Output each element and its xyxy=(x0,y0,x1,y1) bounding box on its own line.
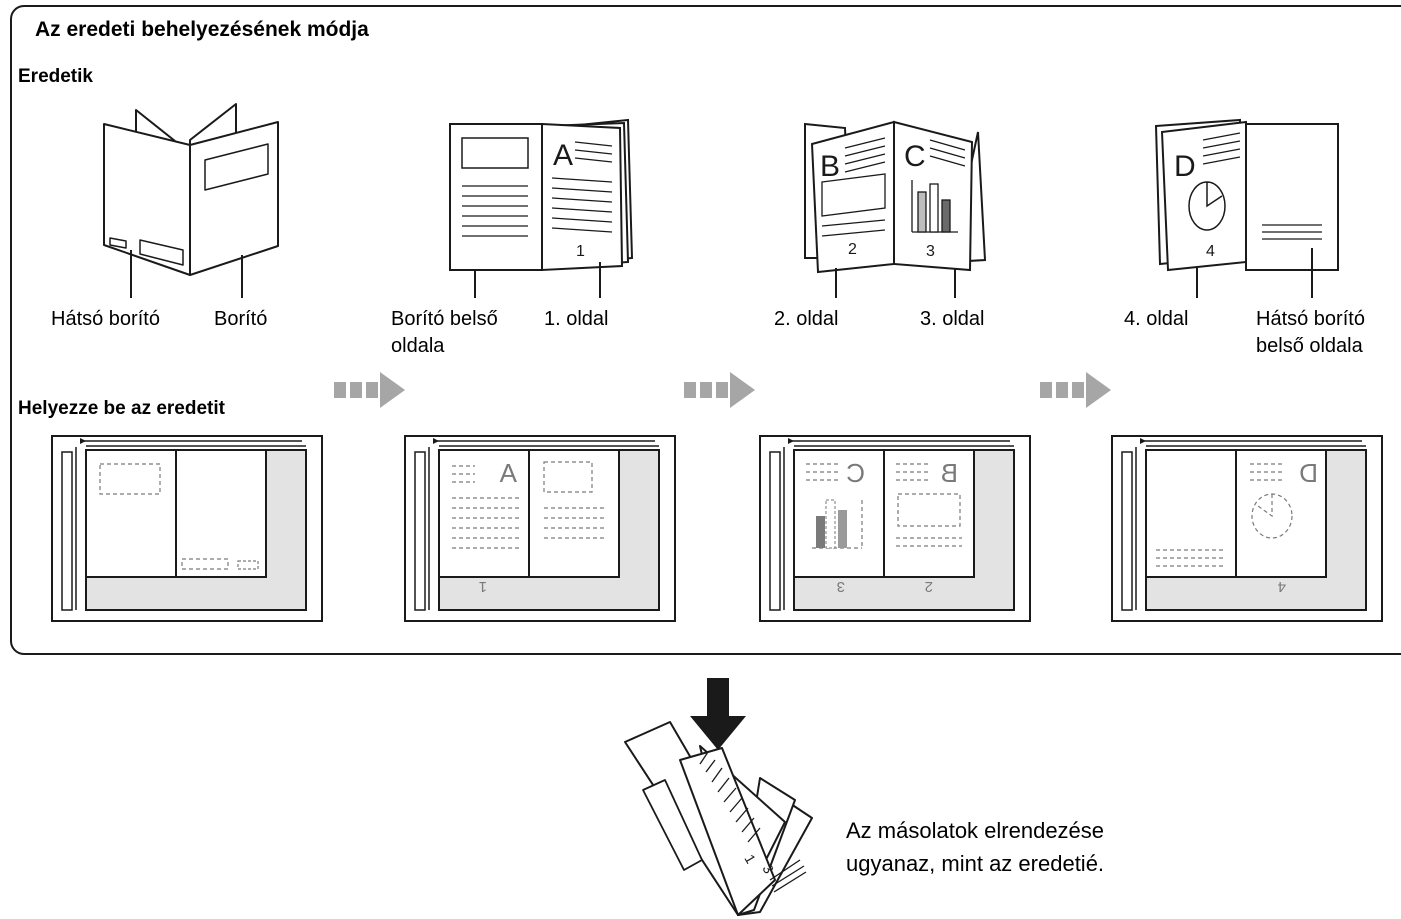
booklet-open-page2-3-icon xyxy=(804,120,987,298)
mirrored-page4-number: 4 xyxy=(1278,578,1286,595)
scanner-glass-2 xyxy=(404,435,676,622)
mirrored-page3-number: 3 xyxy=(837,578,845,595)
scanner-glass-3 xyxy=(759,435,1031,622)
step-arrow-1-icon xyxy=(334,372,405,408)
mirrored-page1-number: 1 xyxy=(479,578,487,595)
mirrored-d-letter: D xyxy=(1299,458,1318,488)
label-cover-inside-2: oldala xyxy=(391,335,445,357)
booklet-open-page4-icon xyxy=(1154,118,1339,298)
mirrored-c-letter: C xyxy=(846,458,865,488)
label-cover-inside: Borító belső xyxy=(391,308,498,330)
label-back-inside-2: belső oldala xyxy=(1256,335,1363,357)
page-d-letter: D xyxy=(1174,150,1196,183)
label-page4: 4. oldal xyxy=(1124,308,1189,330)
section-frame xyxy=(10,5,1401,655)
page1-number: 1 xyxy=(576,243,585,260)
step-arrow-2-icon xyxy=(684,372,755,408)
page2-number: 2 xyxy=(848,241,857,258)
page-a-letter: A xyxy=(553,139,573,172)
booklet-closed-icon xyxy=(103,103,279,298)
page3-number: 3 xyxy=(926,243,935,260)
bar-chart-icon xyxy=(911,180,958,233)
place-heading: Helyezze be az eredetit xyxy=(18,398,225,419)
mirrored-b-letter: B xyxy=(941,458,958,488)
down-arrow-icon xyxy=(690,678,746,750)
scanner-glass-1 xyxy=(51,435,323,622)
mirrored-a-letter: A xyxy=(499,458,517,488)
section-title: Az eredeti behelyezésének módja xyxy=(35,18,369,41)
page-b-letter: B xyxy=(820,150,840,183)
page4-number: 4 xyxy=(1206,243,1215,260)
label-page3: 3. oldal xyxy=(920,308,985,330)
label-cover: Borító xyxy=(214,308,268,330)
result-copies-icon xyxy=(624,721,813,916)
step-arrow-3-icon xyxy=(1040,372,1111,408)
page-c-letter: C xyxy=(904,140,926,173)
label-back-inside: Hátsó borító xyxy=(1256,308,1365,330)
label-page2: 2. oldal xyxy=(774,308,839,330)
originals-heading: Eredetik xyxy=(18,66,93,87)
result-note-line1: Az másolatok elrendezése xyxy=(846,818,1105,843)
result-note-line2: ugyanaz, mint az eredetié. xyxy=(846,851,1105,876)
label-page1: 1. oldal xyxy=(544,308,609,330)
label-back-cover: Hátsó borító xyxy=(51,308,160,330)
booklet-open-page1-icon xyxy=(449,118,634,298)
scanner-glass-4 xyxy=(1111,435,1383,622)
mirrored-page2-number: 2 xyxy=(925,578,933,595)
